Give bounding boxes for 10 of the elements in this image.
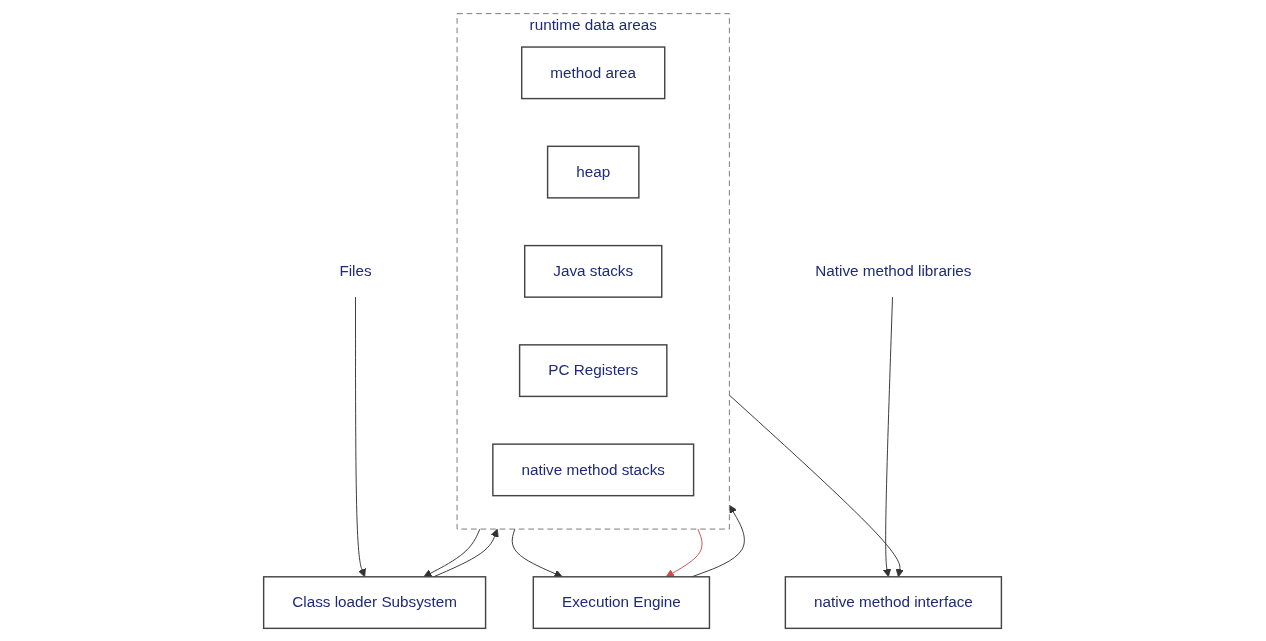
node-box: Java stacks bbox=[524, 244, 663, 298]
node-box: method area bbox=[521, 45, 666, 99]
node-box: Execution Engine bbox=[533, 575, 711, 629]
node-box: Class loader Subsystem bbox=[263, 575, 487, 629]
node-text: Files bbox=[339, 262, 373, 279]
node-box: PC Registers bbox=[519, 343, 669, 397]
node-box: native method interface bbox=[785, 575, 1003, 629]
node-box: native method stacks bbox=[492, 442, 695, 496]
node-box: heap bbox=[547, 145, 641, 199]
node-text: Native method libraries bbox=[815, 262, 972, 279]
